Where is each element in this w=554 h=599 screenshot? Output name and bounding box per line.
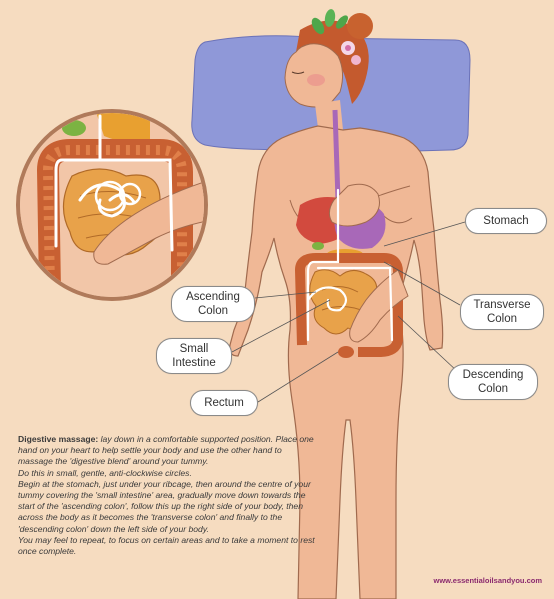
rectum-label-text: Rectum — [204, 397, 244, 409]
rectum — [338, 346, 354, 358]
descending-colon-label-line1: Descending — [462, 369, 524, 381]
massage-path — [306, 188, 394, 342]
description-line: Do this in small, gentle, anti-clockwise… — [18, 467, 192, 478]
colon — [295, 253, 403, 357]
neck — [315, 100, 343, 130]
leader-lines — [231, 221, 466, 403]
hair — [296, 13, 373, 104]
website-link[interactable]: www.essentialoilsandyou.com — [433, 576, 542, 585]
transverse-colon-label: Transverse Colon — [460, 294, 544, 330]
transverse-colon-label-line1: Transverse — [473, 299, 531, 311]
gallbladder — [312, 242, 324, 250]
transverse-colon-label-line2: Colon — [486, 313, 518, 325]
stomach-label: Stomach — [465, 208, 547, 234]
flower-crown — [311, 9, 361, 65]
ascending-colon-label-line1: Ascending — [186, 291, 240, 303]
zoom-inset — [16, 109, 208, 301]
description-line: You may feel to repeat, to focus on cert… — [18, 534, 315, 557]
description-intro: lay down in a comfortable supported posi… — [18, 434, 314, 467]
ascending-colon-label: Ascending Colon — [171, 286, 255, 322]
small-intestine-label-line1: Small — [179, 343, 209, 355]
description-line: Begin at the stomach, just under your ri… — [18, 478, 311, 534]
ascending-colon-label-line2: Colon — [197, 305, 229, 317]
stomach-label-text: Stomach — [483, 215, 529, 227]
rectum-label: Rectum — [190, 390, 258, 416]
cheek — [307, 74, 325, 86]
description: Digestive massage: lay down in a comfort… — [18, 434, 318, 557]
massage-hand — [349, 269, 409, 343]
small-intestine-label: Small Intestine — [156, 338, 232, 374]
hand-on-heart — [328, 183, 380, 227]
closed-eye — [291, 71, 305, 74]
small-intestine-label-line2: Intestine — [172, 357, 216, 369]
description-heading: Digestive massage: — [18, 434, 99, 444]
descending-colon-label: Descending Colon — [448, 364, 538, 400]
esophagus — [332, 109, 341, 201]
descending-colon-label-line2: Colon — [477, 383, 509, 395]
